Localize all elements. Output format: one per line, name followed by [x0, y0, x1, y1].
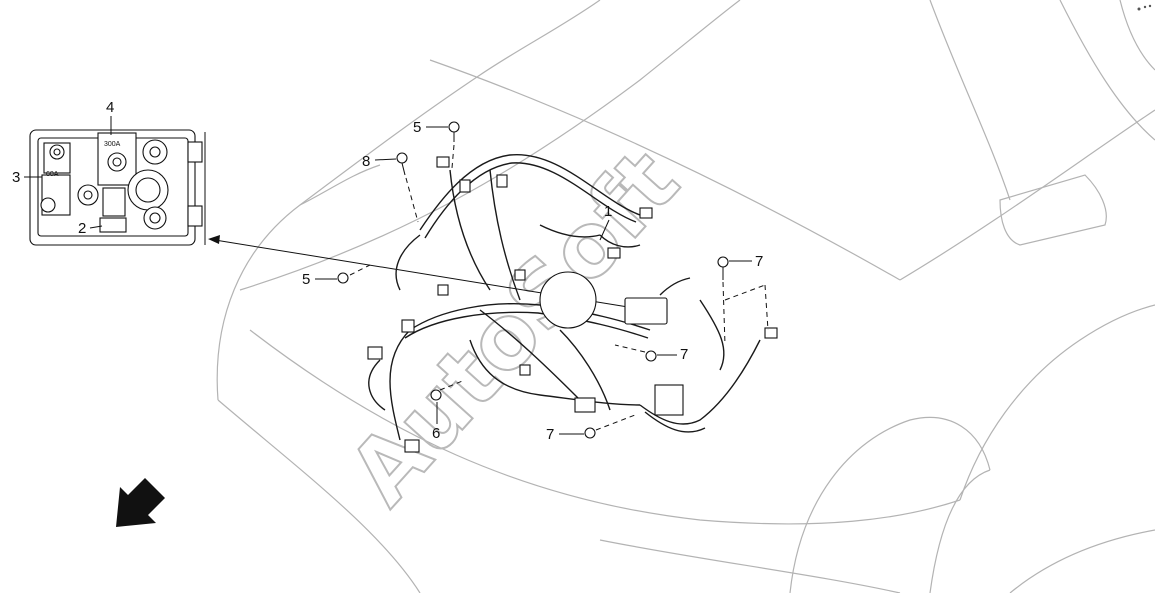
bolt-7-right-upper	[717, 256, 769, 346]
fuse-box-detail: 300A 60A	[29, 129, 203, 246]
svg-text:7: 7	[546, 426, 554, 443]
svg-text:2: 2	[78, 220, 86, 237]
engine-wire-harness	[367, 154, 778, 453]
svg-text:3: 3	[12, 169, 20, 186]
main-fuse-label: 300A	[104, 141, 121, 148]
callout-5-upper: 5	[413, 119, 448, 136]
callout-7-middle: 7	[657, 346, 688, 363]
callout-4: 4	[106, 99, 114, 135]
bolt-8	[396, 152, 419, 223]
svg-text:7: 7	[755, 253, 763, 270]
callout-3: 3	[12, 169, 42, 186]
corner-mark	[1137, 4, 1152, 11]
svg-text:4: 4	[106, 99, 114, 116]
svg-text:7: 7	[680, 346, 688, 363]
front-arrow-icon	[116, 478, 165, 527]
callout-7-lower: 7	[546, 426, 584, 443]
svg-text:8: 8	[362, 153, 370, 170]
svg-text:1: 1	[604, 203, 612, 220]
car-body-outline	[216, 0, 1155, 593]
callout-7-right-upper: 7	[729, 253, 763, 270]
callout-5-left: 5	[302, 271, 337, 288]
callout-1: 1	[599, 203, 612, 241]
bolt-5-left	[337, 264, 371, 284]
sub-fuse-label: 60A	[46, 171, 59, 178]
svg-text:5: 5	[413, 119, 421, 136]
callout-2: 2	[78, 220, 103, 237]
svg-text:6: 6	[432, 425, 440, 442]
bolt-7-middle	[614, 344, 657, 362]
callout-6: 6	[432, 402, 440, 442]
bolt-6	[430, 379, 466, 401]
bolt-5-upper	[448, 121, 460, 169]
callout-8: 8	[362, 153, 397, 170]
svg-text:5: 5	[302, 271, 310, 288]
bolt-7-lower	[584, 414, 636, 439]
